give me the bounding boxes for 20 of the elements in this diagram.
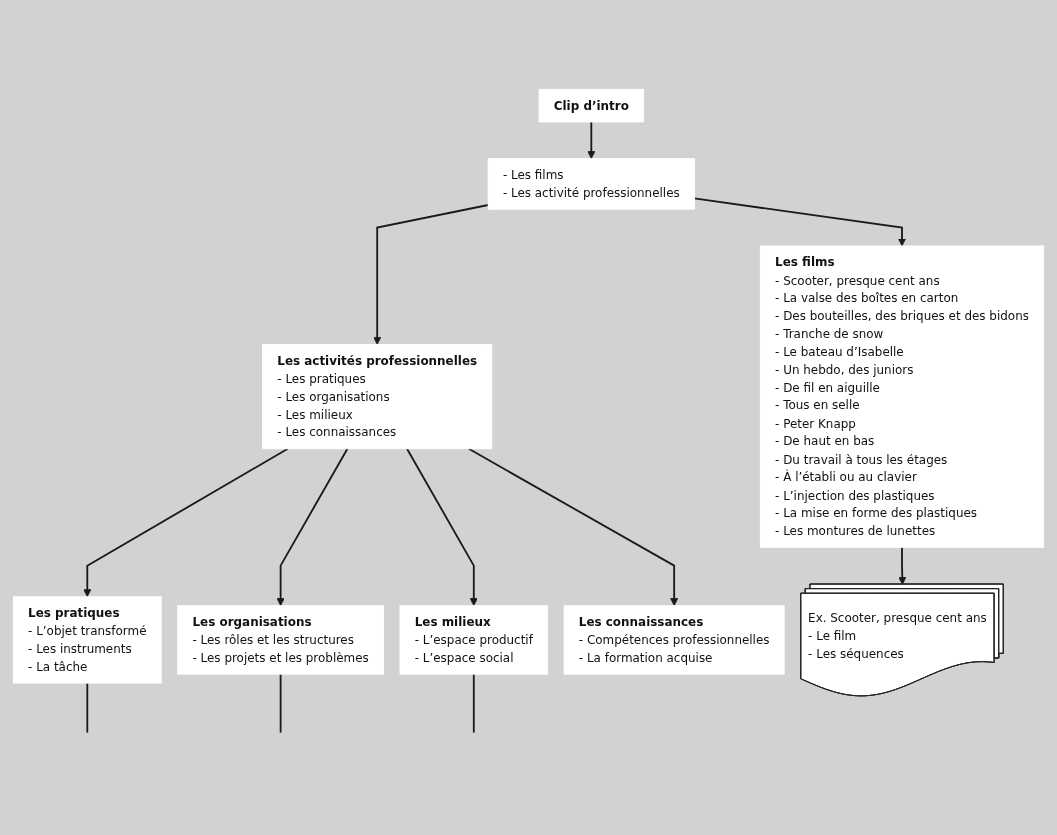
arrow (587, 121, 596, 160)
line (472, 673, 475, 734)
text-box: Les organisations - Les rôles et les structures - Les projets et les problèmes (177, 605, 384, 675)
text-box: Les pratiques - L’objet transformé - Les instruments - La tâche (12, 596, 162, 684)
arrow (406, 447, 478, 607)
arrow (693, 197, 907, 247)
arrow (276, 447, 349, 607)
text-box: - Les films - Les activité professionnelles (487, 158, 695, 210)
arrow (373, 204, 490, 345)
text-box: Les activités professionnelles - Les pratiques - Les organisations - Les milieux - Les connaissances (262, 344, 493, 450)
stacked-document-box: Ex. Scooter, presque cent ans - Le film - Les séquences (800, 583, 1004, 697)
line (279, 673, 282, 734)
text-box: Clip d’intro (538, 89, 645, 123)
text-box: Les milieux - L’espace productif - L’espace social (399, 605, 549, 675)
arrow (467, 447, 679, 607)
arrow (83, 447, 289, 598)
text-box: Les connaissances - Compétences professionnelles - La formation acquise (563, 605, 785, 675)
text-box: Les films - Scooter, presque cent ans - La valse des boîtes en carton - Des bouteilles, des briques et des bidons - Tranche de snow - Le bateau d’Isabelle - Un hebdo, des juniors - De fil en aiguille - Tous en selle - Peter Knapp - De haut en bas - Du travail à tous les étages - À l’établi ou au clavier - L’injection des plastiques - La mise en forme des plastiques - Les montures de lunettes (759, 245, 1045, 548)
arrow (898, 546, 907, 585)
line (86, 682, 89, 734)
